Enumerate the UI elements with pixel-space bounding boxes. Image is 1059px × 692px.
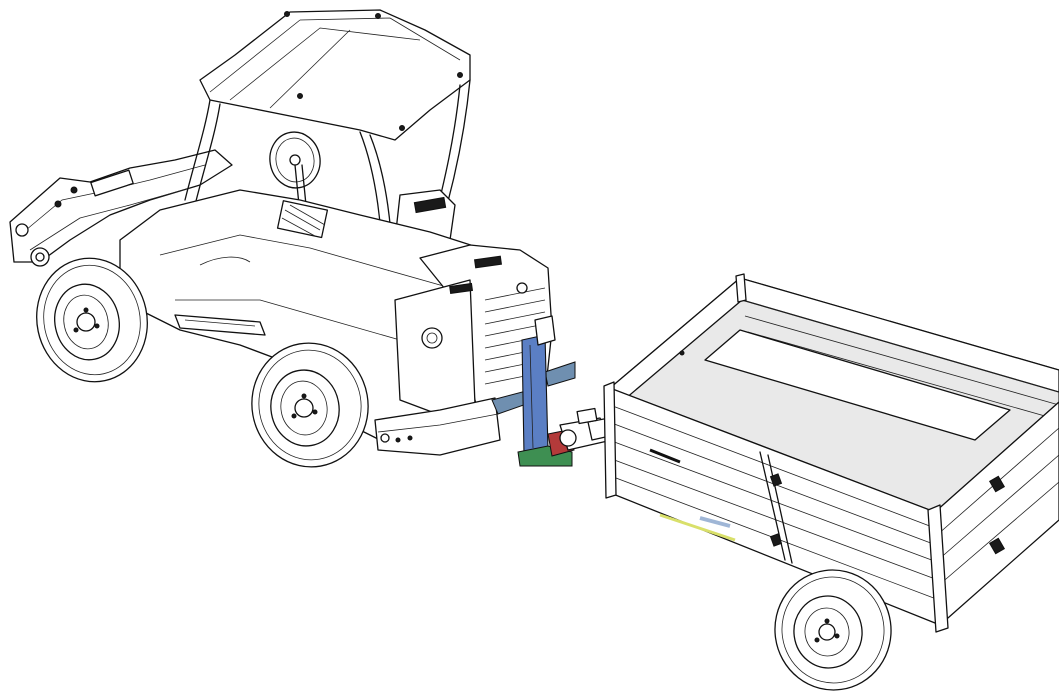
trailer-accent-yellow [659,513,736,542]
trailer-accent-blue [699,516,731,528]
hitch-post [521,334,549,456]
trailer-wheel [774,569,892,691]
tow-hitch-assembly [491,315,629,467]
front-wheel [36,257,148,383]
rear-wheel [251,342,369,468]
trailer [603,273,1059,691]
hitch-step-right [544,361,576,387]
rear-bumper [374,397,501,456]
side-step [174,314,266,336]
compact-tractor [9,9,553,468]
canopy-roof [199,9,471,141]
front-loader-arm [9,149,233,267]
